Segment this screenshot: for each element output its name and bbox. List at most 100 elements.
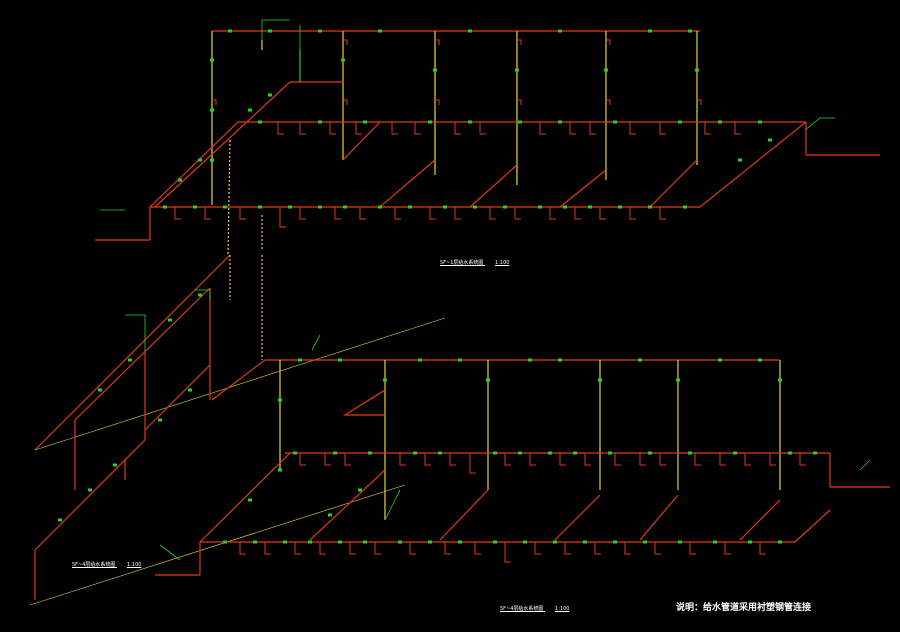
valve-marker	[683, 205, 687, 209]
valve-marker	[258, 205, 262, 209]
valve-marker	[813, 451, 817, 455]
upper-system-title: 5F~1层给水系统图 1:100	[440, 259, 509, 266]
upper-title-text: 5F~1层给水系统图	[440, 260, 484, 266]
valve-marker	[573, 451, 577, 455]
valve-marker	[223, 540, 227, 544]
drawing-note: 说明：给水管道采用衬塑钢管连接	[676, 603, 812, 613]
valve-marker	[676, 378, 680, 382]
upper-title-scale: 1:100	[495, 260, 510, 266]
valve-marker	[210, 58, 214, 62]
valve-marker	[718, 120, 722, 124]
valve-marker	[88, 488, 92, 492]
valve-marker	[515, 68, 519, 72]
valve-marker	[158, 418, 162, 422]
valve-marker	[341, 58, 345, 62]
valve-marker	[268, 29, 272, 33]
valve-marker	[733, 451, 737, 455]
bottom-system-title: 5F~4层给水系统图 1:100	[500, 605, 569, 612]
bottom-title-scale: 1:100	[555, 606, 570, 612]
lower-low-fixtures	[239, 542, 766, 563]
valve-marker	[738, 158, 742, 162]
valve-marker	[163, 205, 167, 209]
valve-marker	[363, 540, 367, 544]
valve-marker	[210, 158, 214, 162]
valve-marker	[288, 205, 292, 209]
valve-marker	[523, 540, 527, 544]
valve-marker	[258, 120, 262, 124]
valve-marker	[613, 120, 617, 124]
valve-marker	[418, 358, 422, 362]
leader-lines	[100, 19, 871, 561]
valve-marker	[548, 451, 552, 455]
valve-marker	[678, 540, 682, 544]
valve-marker	[318, 29, 322, 33]
valve-marker	[788, 451, 792, 455]
valve-marker	[178, 178, 182, 182]
valve-marker	[538, 205, 542, 209]
valve-marker	[228, 29, 232, 33]
valve-marker	[608, 451, 612, 455]
valve-marker	[758, 120, 762, 124]
valve-marker	[558, 358, 562, 362]
valve-marker	[718, 358, 722, 362]
valve-marker	[363, 120, 367, 124]
valve-marker	[368, 451, 372, 455]
valve-marker	[293, 451, 297, 455]
valve-marker	[278, 468, 282, 472]
valve-marker	[688, 451, 692, 455]
valve-marker	[493, 451, 497, 455]
upper-mid-fixtures	[277, 122, 741, 135]
valve-marker	[328, 513, 332, 517]
valve-marker	[643, 540, 647, 544]
valve-marker	[383, 378, 387, 382]
valve-marker	[518, 120, 522, 124]
valve-marker	[358, 488, 362, 492]
valve-marker	[98, 388, 102, 392]
valve-marker	[428, 540, 432, 544]
valve-marker	[768, 138, 772, 142]
lower-title-scale: 1:100	[127, 562, 142, 568]
valve-marker	[558, 120, 562, 124]
valve-marker	[598, 378, 602, 382]
valve-marker	[588, 205, 592, 209]
valve-marker	[248, 498, 252, 502]
lower-mid-fixtures	[299, 453, 806, 474]
valve-marker	[333, 451, 337, 455]
valve-marker	[604, 68, 608, 72]
valve-marker	[558, 29, 562, 33]
valve-marker	[298, 358, 302, 362]
valve-marker	[443, 205, 447, 209]
valve-marker	[583, 540, 587, 544]
valve-marker	[283, 540, 287, 544]
valve-marker	[193, 205, 197, 209]
valve-marker	[438, 451, 442, 455]
valve-marker	[308, 540, 312, 544]
valve-marker	[468, 29, 472, 33]
valve-marker	[343, 205, 347, 209]
valve-marker	[458, 540, 462, 544]
valve-marker	[378, 29, 382, 33]
valve-marker	[128, 358, 132, 362]
valve-marker	[458, 358, 462, 362]
valve-marker	[338, 358, 342, 362]
valve-marker	[428, 120, 432, 124]
valve-marker	[648, 451, 652, 455]
lower-system	[29, 254, 890, 606]
valve-marker	[563, 205, 567, 209]
valve-marker	[648, 29, 652, 33]
lower-title-text: 5F~4层给水系统图	[72, 562, 116, 568]
valve-marker	[338, 540, 342, 544]
valve-marker	[695, 68, 699, 72]
valve-marker	[528, 358, 532, 362]
valve-marker	[618, 205, 622, 209]
valve-marker	[168, 318, 172, 322]
valve-marker	[408, 205, 412, 209]
valve-marker	[748, 540, 752, 544]
valve-marker	[198, 158, 202, 162]
valve-marker	[198, 293, 202, 297]
valve-marker	[518, 451, 522, 455]
valve-marker	[713, 540, 717, 544]
upper-system	[95, 30, 880, 256]
upper-low-fixtures	[174, 207, 666, 228]
valve-marker	[433, 68, 437, 72]
